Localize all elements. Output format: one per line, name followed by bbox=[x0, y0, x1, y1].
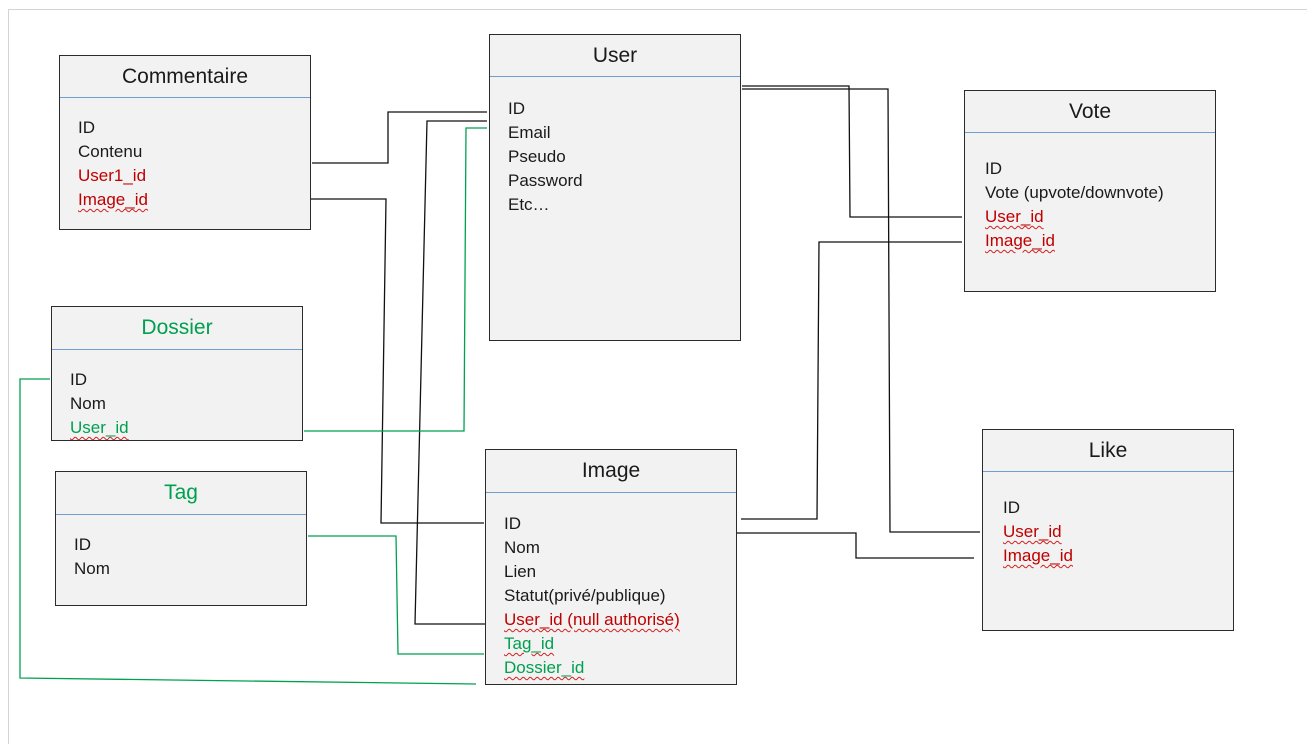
title-separator bbox=[486, 492, 736, 493]
field-list: ID Email Pseudo Password Etc… bbox=[508, 97, 583, 217]
field-nom: Nom bbox=[74, 559, 110, 578]
entity-user[interactable]: User ID Email Pseudo Password Etc… bbox=[489, 34, 741, 341]
field-list: ID Nom User_id bbox=[70, 368, 129, 440]
field-contenu: Contenu bbox=[78, 142, 143, 161]
entity-title: Vote bbox=[1068, 100, 1112, 123]
entity-title: Image bbox=[581, 459, 641, 482]
entity-title: Tag bbox=[164, 481, 198, 504]
field-list: ID User_id Image_id bbox=[1003, 496, 1073, 568]
field-nom: Nom bbox=[504, 538, 540, 557]
field-nom: Nom bbox=[70, 394, 106, 413]
field-user1-id: User1_id bbox=[78, 166, 147, 185]
entity-title: User bbox=[592, 44, 638, 67]
entity-title: Like bbox=[1088, 439, 1128, 462]
title-separator bbox=[965, 132, 1215, 133]
field-email: Email bbox=[508, 123, 551, 142]
field-list: ID Nom bbox=[74, 533, 110, 581]
title-separator bbox=[490, 76, 740, 77]
entity-like[interactable]: Like ID User_id Image_id bbox=[982, 429, 1234, 631]
entity-vote[interactable]: Vote ID Vote (upvote/downvote) User_id I… bbox=[964, 90, 1216, 292]
field-list: ID Nom Lien Statut(privé/publique) User_… bbox=[504, 512, 680, 680]
title-separator bbox=[60, 97, 310, 98]
field-user-id: User_id bbox=[1003, 522, 1062, 541]
field-vote: Vote (upvote/downvote) bbox=[985, 183, 1164, 202]
field-image-id: Image_id bbox=[78, 190, 148, 209]
entity-tag[interactable]: Tag ID Nom bbox=[55, 471, 307, 606]
field-etc: Etc… bbox=[508, 195, 550, 214]
title-separator bbox=[56, 514, 306, 515]
field-user-id: User_id bbox=[985, 207, 1044, 226]
field-id: ID bbox=[1003, 498, 1020, 517]
field-pseudo: Pseudo bbox=[508, 147, 566, 166]
field-statut: Statut(privé/publique) bbox=[504, 586, 666, 605]
field-lien: Lien bbox=[504, 562, 537, 581]
field-password: Password bbox=[508, 171, 583, 190]
field-user-id: User_id bbox=[70, 418, 129, 437]
field-image-id: Image_id bbox=[1003, 546, 1073, 565]
field-image-id: Image_id bbox=[985, 231, 1055, 250]
entity-image[interactable]: Image ID Nom Lien Statut(privé/publique)… bbox=[485, 449, 737, 685]
field-id: ID bbox=[504, 514, 521, 533]
field-list: ID Contenu User1_id Image_id bbox=[78, 116, 148, 212]
field-id: ID bbox=[70, 370, 87, 389]
field-id: ID bbox=[78, 118, 95, 137]
field-id: ID bbox=[985, 159, 1002, 178]
title-separator bbox=[52, 349, 302, 350]
field-tag-id: Tag_id bbox=[504, 634, 555, 653]
field-user-id: User_id (null authorisé) bbox=[504, 610, 680, 629]
field-dossier-id: Dossier_id bbox=[504, 658, 585, 677]
entity-title: Commentaire bbox=[121, 65, 249, 88]
title-separator bbox=[983, 471, 1233, 472]
field-id: ID bbox=[508, 99, 525, 118]
entity-commentaire[interactable]: Commentaire ID Contenu User1_id Image_id bbox=[59, 55, 311, 230]
entity-dossier[interactable]: Dossier ID Nom User_id bbox=[51, 306, 303, 441]
field-id: ID bbox=[74, 535, 91, 554]
field-list: ID Vote (upvote/downvote) User_id Image_… bbox=[985, 157, 1164, 253]
entity-title: Dossier bbox=[141, 316, 213, 339]
